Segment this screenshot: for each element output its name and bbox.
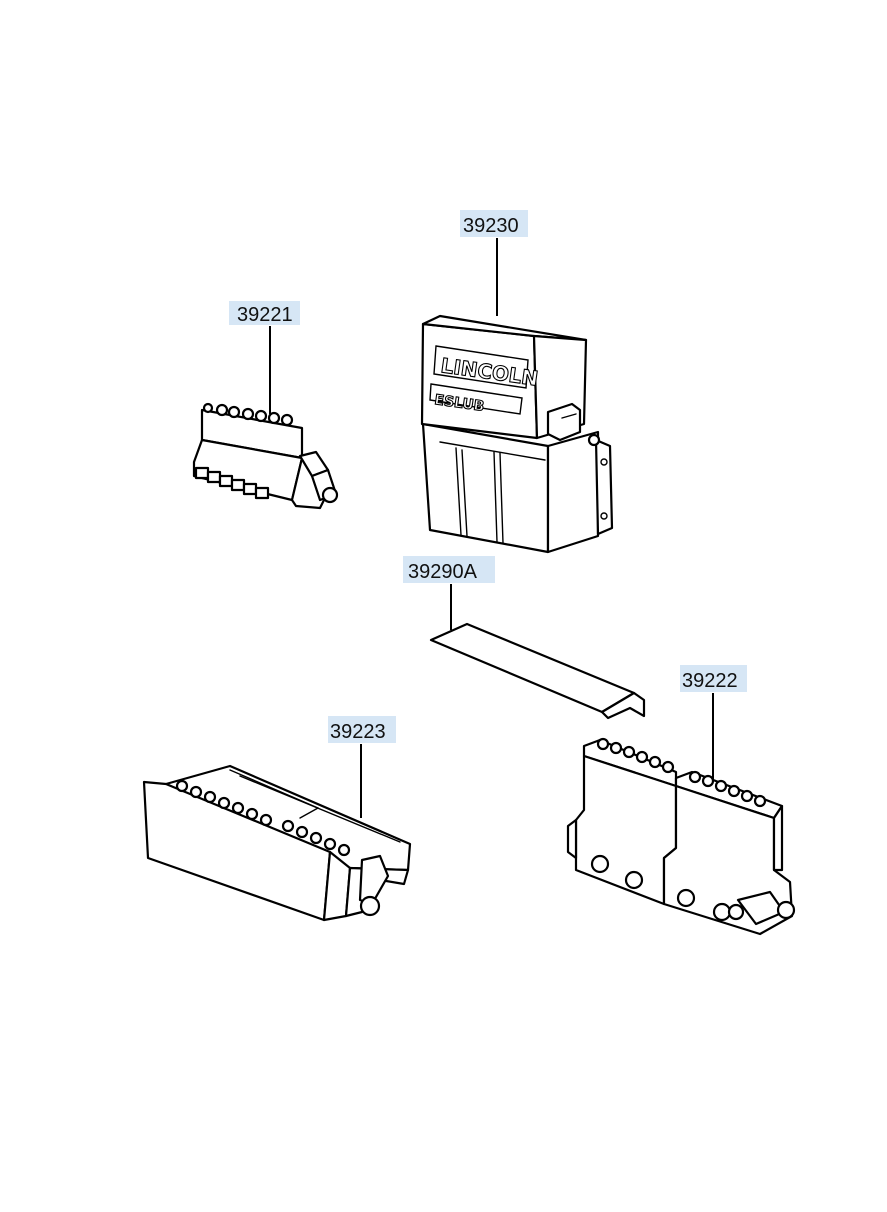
callout-39221[interactable]: 39221 [229,301,300,326]
callout-39222[interactable]: 39222 [680,665,747,692]
callout-39230[interactable]: 39230 [460,210,528,237]
gasket [429,622,646,720]
callout-label-39221: 39221 [237,304,293,326]
large-valve-block [566,737,796,936]
callout-label-39290a: 39290A [408,561,478,583]
pump-sub-text: ESLUB [433,392,485,415]
valve-cover [142,764,412,922]
callout-39223[interactable]: 39223 [328,716,396,743]
lubrication-pump: LINCOLN ESLUB [420,314,614,554]
callout-39290a[interactable]: 39290A [403,556,495,583]
callout-label-39230: 39230 [463,215,519,237]
callout-label-39222: 39222 [682,670,738,692]
callout-label-39223: 39223 [330,721,386,743]
small-valve-block [192,402,339,510]
